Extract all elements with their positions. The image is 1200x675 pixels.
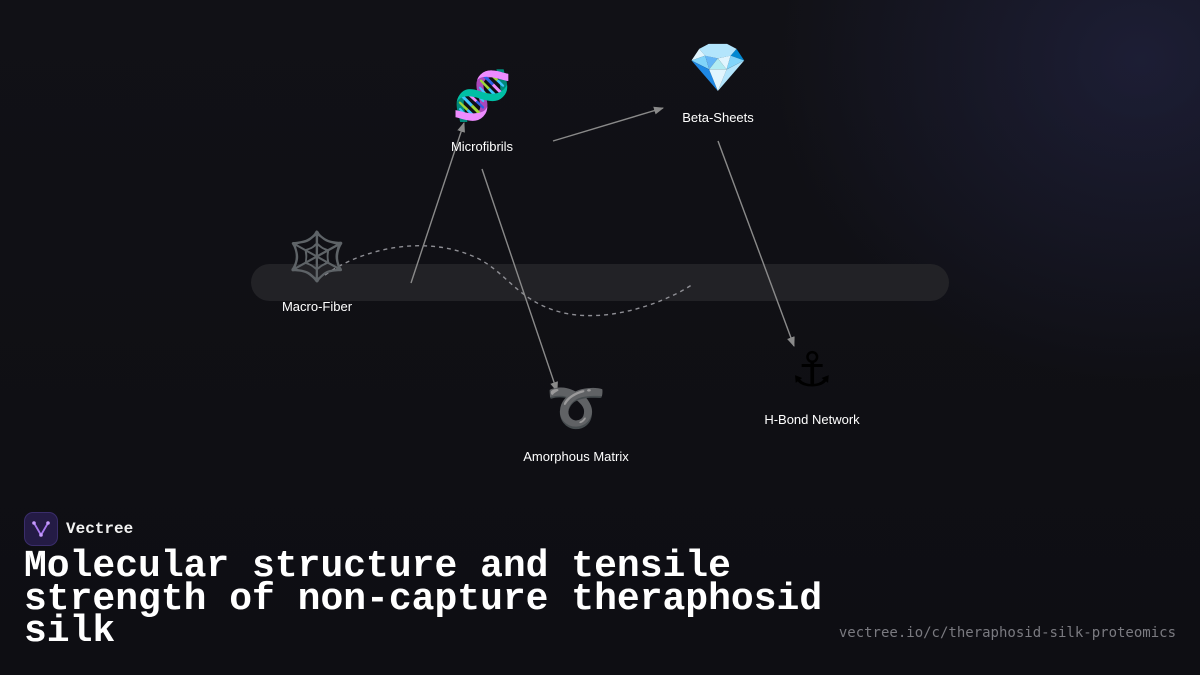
edge-microfibrils-to-amorphous [481,168,558,392]
node-macro[interactable]: 🕸️ Macro-Fiber [282,229,353,314]
gem-icon: 💎 [688,40,748,96]
dna-icon: 🧬 [452,67,512,124]
brand: Vectree [24,512,133,546]
node-beta[interactable]: 💎 Beta-Sheets [682,40,754,125]
page-title: Molecular structure and tensile strength… [24,545,823,653]
node-amorphous[interactable]: ➰ Amorphous Matrix [523,380,629,464]
edge-microfibrils-to-beta [552,106,664,142]
source-url[interactable]: vectree.io/c/theraphosid-silk-proteomics [838,625,1176,641]
node-label-amorphous: Amorphous Matrix [523,449,629,464]
node-label-macro: Macro-Fiber [282,299,353,314]
edge-beta-to-hbond [717,140,795,347]
node-label-microfibrils: Microfibrils [451,139,514,154]
node-hbond[interactable]: ⚓ H-Bond Network [764,342,860,427]
dashed-curve [324,245,694,317]
node-microfibrils[interactable]: 🧬 Microfibrils [451,67,514,154]
node-label-beta: Beta-Sheets [682,110,754,125]
node-label-hbond: H-Bond Network [764,412,860,427]
anchor-icon: ⚓ [790,342,833,398]
spider-web-icon: 🕸️ [287,229,347,285]
background-band [251,264,949,301]
curly-loop-icon: ➰ [546,380,606,436]
brand-name: Vectree [66,520,134,538]
vectree-logo-icon [24,512,58,546]
edge-macro-to-microfibrils [410,122,465,284]
